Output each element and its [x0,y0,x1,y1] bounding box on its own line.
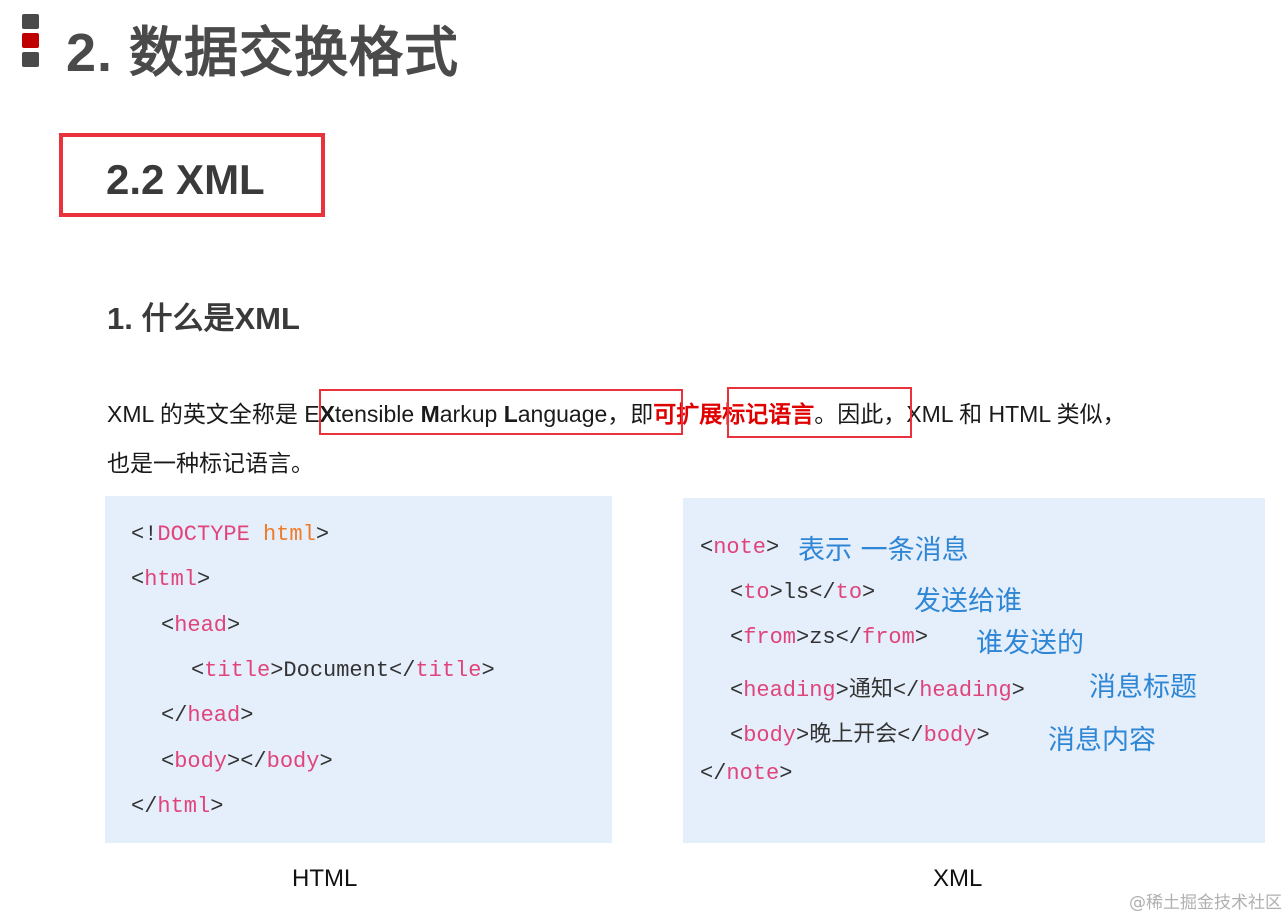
intro-prefix: XML 的英文全称是 [107,401,305,427]
code-line: <body>晚上开会</body> [730,723,990,748]
meaning-highlight [727,387,912,438]
annotation-heading: 消息标题 [1089,672,1197,703]
annotation-to: 发送给谁 [914,586,1022,617]
section-marker-icon [22,14,40,71]
code-line: <head> [161,613,241,638]
annotation-from: 谁发送的 [976,628,1084,659]
subsection-title: 1. 什么是XML [107,301,300,336]
html-caption: HTML [292,865,358,892]
code-line: </html> [131,794,224,819]
section-title-frame [59,133,325,217]
watermark: @稀土掘金技术社区 [1129,893,1282,913]
code-line: <note> [700,535,780,560]
intro-suffix: 。因此，XML 和 HTML 类似， [814,401,1126,427]
xml-code-panel: <note> 表示 一条消息 <to>ls</to> 发送给谁 <from>zs… [683,498,1265,843]
code-line: <!DOCTYPE html> [131,522,330,547]
xml-caption: XML [933,865,983,892]
intro-paragraph-line-2: 也是一种标记语言。 [107,450,314,476]
code-line: </head> [161,703,254,728]
code-line: <from>zs</from> [730,625,929,650]
intro-mid: ，即 [607,401,654,427]
code-line: <to>ls</to> [730,580,876,605]
code-line: <html> [131,567,211,592]
code-line: <heading>通知</heading> [730,678,1025,703]
annotation-note: 表示 一条消息 [798,535,969,566]
annotation-body: 消息内容 [1048,725,1156,756]
code-line: <body></body> [161,749,333,774]
code-line: <title>Document</title> [191,658,495,683]
code-line: </note> [700,761,793,786]
chapter-title: 2. 数据交换格式 [66,23,460,83]
section-title: 2.2 XML [106,156,265,203]
html-code-panel: <!DOCTYPE html> <html> <head> <title>Doc… [105,496,612,843]
intro-paragraph-line-1: XML 的英文全称是 EXtensible Markup Language，即可… [107,395,1126,429]
full-name-text: EXtensible Markup Language [304,401,608,427]
intro-meaning: 可扩展标记语言 [653,401,815,427]
full-name-highlight [319,389,683,435]
